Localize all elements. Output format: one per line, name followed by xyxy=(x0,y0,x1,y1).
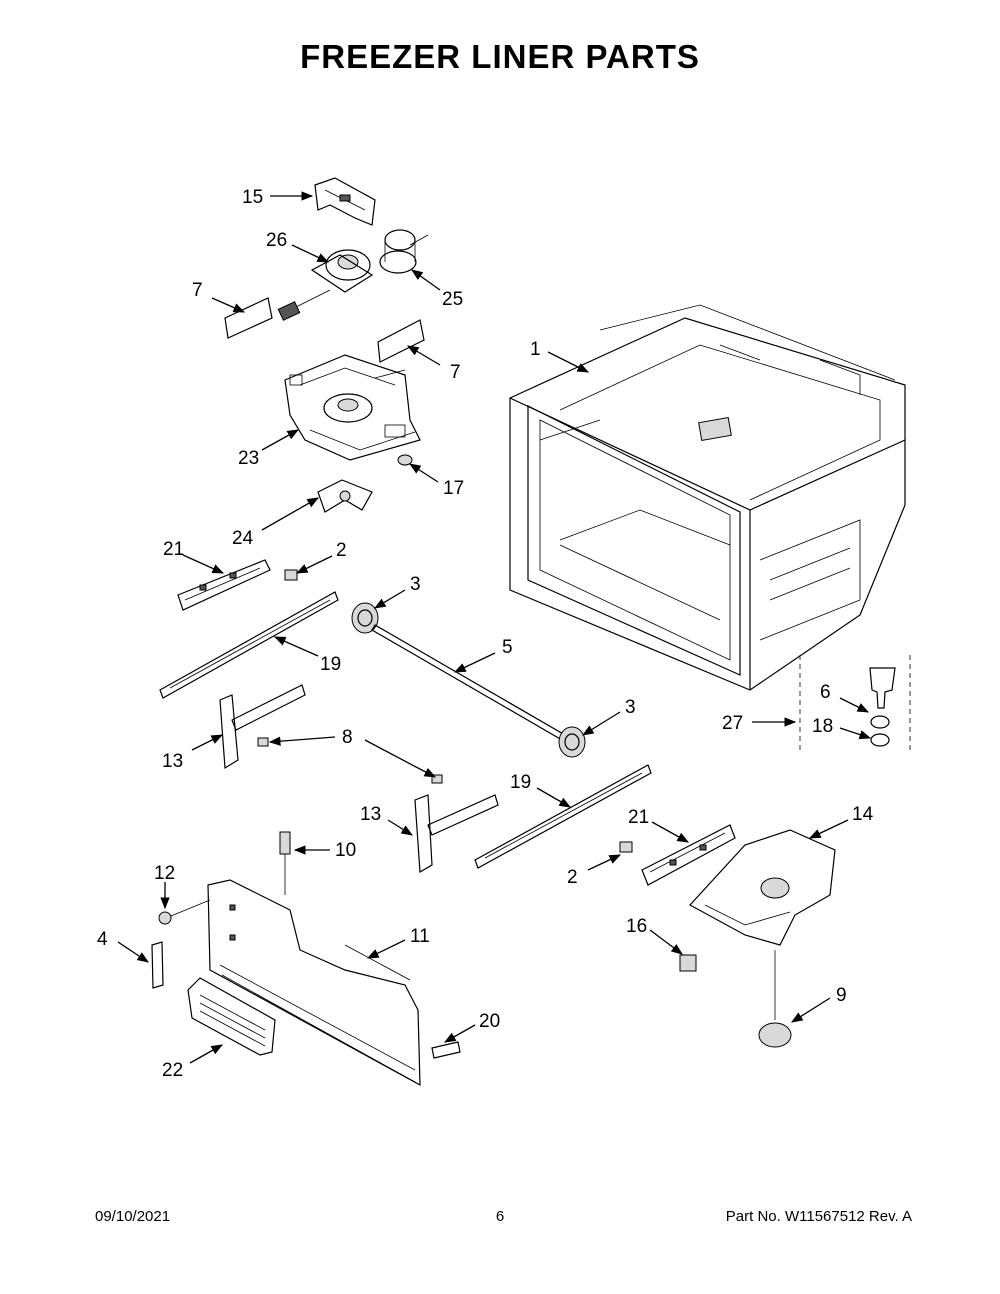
callout-7-lower: 7 xyxy=(450,362,461,383)
drain-trough-14-drawing xyxy=(689,829,836,946)
rail-19-lower-drawing xyxy=(474,764,652,869)
bracket-13-right-drawing xyxy=(414,794,499,874)
callout-19-lower: 19 xyxy=(510,772,531,793)
callout-17: 17 xyxy=(443,478,464,499)
callout-1: 1 xyxy=(530,339,541,360)
callout-15: 15 xyxy=(242,187,263,208)
callout-19-upper: 19 xyxy=(320,654,341,675)
callout-9: 9 xyxy=(836,985,847,1006)
footer-date: 09/10/2021 xyxy=(95,1208,171,1225)
bracket-13-left-drawing xyxy=(219,684,306,770)
clip-4-drawing xyxy=(151,941,164,989)
hardware-kit-27-box xyxy=(799,655,911,750)
screw-12-drawing xyxy=(158,899,211,925)
grommet-17-drawing xyxy=(397,454,413,466)
page-title: FREEZER LINER PARTS xyxy=(300,38,700,75)
callout-12: 12 xyxy=(154,863,175,884)
callout-26: 26 xyxy=(266,230,287,251)
callout-25: 25 xyxy=(442,289,463,310)
drain-9-drawing xyxy=(758,950,792,1048)
slide-bracket-21-lower-drawing xyxy=(641,824,736,886)
fan-blade-24-drawing xyxy=(317,479,373,513)
screw-2-lower-drawing xyxy=(619,841,633,853)
motor-26-drawing xyxy=(277,249,374,321)
callout-13-right: 13 xyxy=(360,804,381,825)
slide-bracket-21-upper-drawing xyxy=(177,559,271,611)
rear-cover-11-drawing xyxy=(207,879,421,1087)
footer-part-number: Part No. W11567512 Rev. A xyxy=(725,1208,912,1225)
callout-3-lower: 3 xyxy=(625,697,636,718)
callout-2-lower: 2 xyxy=(567,867,578,888)
callout-20: 20 xyxy=(479,1011,500,1032)
grille-22-drawing xyxy=(187,977,276,1056)
callout-5: 5 xyxy=(502,637,513,658)
gear-3-upper-drawing xyxy=(351,602,379,634)
rail-19-upper-drawing xyxy=(159,591,339,699)
callout-22: 22 xyxy=(162,1060,183,1081)
fan-housing-23-drawing xyxy=(284,354,421,461)
bracket-15-drawing xyxy=(314,177,376,226)
callout-21-lower: 21 xyxy=(628,807,649,828)
leader-lines xyxy=(117,191,872,1064)
callout-6: 6 xyxy=(820,682,831,703)
thermostat-25-drawing xyxy=(379,229,429,274)
clip-16-drawing xyxy=(679,954,697,972)
freezer-liner-drawing xyxy=(509,304,906,691)
callout-11: 11 xyxy=(410,926,430,947)
callout-4: 4 xyxy=(97,929,108,950)
callout-labels: 15 26 25 7 7 1 23 17 24 21 2 3 5 19 3 13… xyxy=(97,187,874,1081)
callout-18: 18 xyxy=(812,716,833,737)
callout-24: 24 xyxy=(232,528,254,549)
footer-page-number: 6 xyxy=(495,1208,505,1225)
thermistor-10-drawing xyxy=(279,831,291,895)
callout-10: 10 xyxy=(335,840,356,861)
callout-13-left: 13 xyxy=(162,751,183,772)
callout-27: 27 xyxy=(722,713,743,734)
callout-14: 14 xyxy=(852,804,874,825)
clip-20-drawing xyxy=(431,1041,461,1059)
callout-21-upper: 21 xyxy=(163,539,184,560)
callout-7-upper: 7 xyxy=(192,280,203,301)
callout-16: 16 xyxy=(626,916,647,937)
screw-2-upper-drawing xyxy=(284,569,298,581)
tape-7-drawing xyxy=(224,297,425,363)
gear-3-lower-drawing xyxy=(558,726,586,758)
pin-8-drawing xyxy=(257,737,443,784)
callout-2-upper: 2 xyxy=(336,540,347,561)
shaft-5-drawing xyxy=(371,624,566,741)
callout-23: 23 xyxy=(238,448,259,469)
callout-8: 8 xyxy=(342,727,353,748)
callout-3-upper: 3 xyxy=(410,574,421,595)
